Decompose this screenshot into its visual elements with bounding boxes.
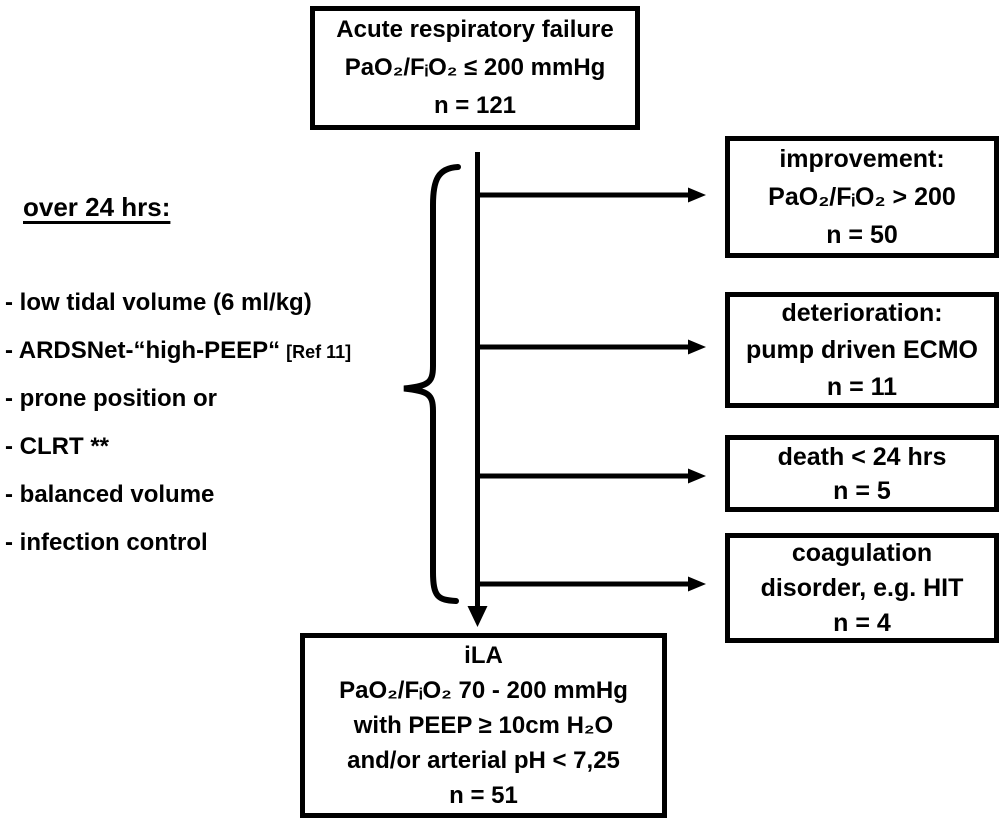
node-ila: iLA PaO₂/FᵢO₂ 70 - 200 mmHg with PEEP ≥ … [300,633,667,818]
right-arrowhead-icon [688,187,706,203]
box-line: and/or arterial pH < 7,25 [347,747,620,774]
list-item: - prone position or [5,385,217,412]
box-line: n = 51 [449,782,518,809]
box-line: deterioration: [781,298,943,327]
node-death: death < 24 hrs n = 5 [725,435,999,512]
treatment-list: - low tidal volume (6 ml/kg) - ARDSNet-“… [5,288,351,576]
down-arrowhead-icon [467,606,488,627]
node-acute-respiratory-failure: Acute respiratory failure PaO₂/FᵢO₂ ≤ 20… [310,6,640,130]
node-improvement: improvement: PaO₂/FᵢO₂ > 200 n = 50 [725,136,999,258]
curly-brace-icon [403,164,461,604]
list-item: - low tidal volume (6 ml/kg) [5,289,312,316]
treatment-heading: over 24 hrs: [23,192,171,222]
list-item-text: - ARDSNet-“high-PEEP“ [5,337,281,364]
box-line: death < 24 hrs [777,442,947,471]
node-coagulation-disorder: coagulation disorder, e.g. HIT n = 4 [725,533,999,643]
box-line: Acute respiratory failure [336,16,614,43]
box-line: pump driven ECMO [746,335,978,364]
box-line: coagulation [791,538,933,567]
box-line: n = 121 [433,92,517,119]
list-item: - infection control [5,529,208,556]
box-line: n = 50 [826,221,898,249]
box-line: PaO₂/FᵢO₂ ≤ 200 mmHg [344,54,606,81]
box-line: PaO₂/FᵢO₂ 70 - 200 mmHg [339,677,628,704]
box-line: PaO₂/FᵢO₂ > 200 [768,183,956,211]
box-line: with PEEP ≥ 10cm H₂O [353,712,614,739]
box-line: n = 11 [826,372,898,401]
right-arrowhead-icon [688,339,706,355]
right-arrowhead-icon [688,468,706,484]
box-line: improvement: [779,145,945,173]
list-item: - CLRT ** [5,433,109,460]
ref-citation: [Ref 11] [286,342,352,362]
box-line: iLA [464,642,503,669]
list-item: - ARDSNet-“high-PEEP“[Ref 11] [5,336,351,384]
box-line: n = 4 [833,608,891,637]
list-item: - balanced volume [5,481,215,508]
right-arrowhead-icon [688,576,706,592]
box-line: n = 5 [833,476,891,505]
node-deterioration: deterioration: pump driven ECMO n = 11 [725,292,999,408]
box-line: disorder, e.g. HIT [760,573,964,602]
